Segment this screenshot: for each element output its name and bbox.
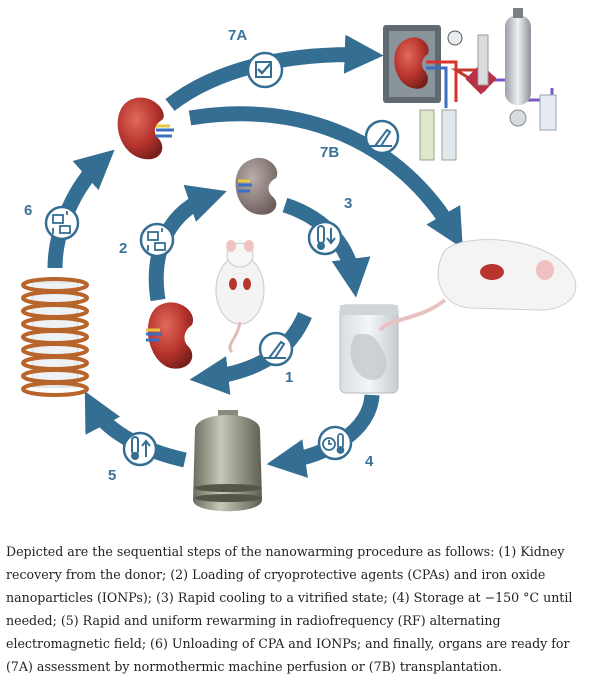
kidney-donor [146,302,194,369]
step-label-7a: 7A [228,27,247,44]
arrow-step-7b [188,106,463,249]
perfusion-icon [147,228,166,251]
cryo-dewar [193,410,262,512]
step-label-6: 6 [24,202,32,219]
donor-rat [215,240,265,354]
kidney-icon [117,97,164,160]
surgery-icon [264,340,286,359]
inner-cycle-arrows [47,34,463,478]
kidney-top-left [117,97,174,160]
step-icon-1 [258,331,294,367]
step-icon-7a [246,51,284,89]
perfusion-icon [52,211,71,234]
step-icon-7b [364,119,400,155]
rf-coil [21,277,89,397]
step-icon-2 [139,222,175,258]
arrow-step-5 [84,391,187,468]
nanowarming-diagram: 7A 7B 6 2 3 1 4 5 [21,8,577,512]
surgery-icon [370,128,392,147]
kidney-icon [235,157,278,215]
step-label-7b: 7B [320,144,339,161]
thermometer-down-icon [317,225,336,250]
thermometer-up-icon [131,436,151,460]
step-icon-5 [122,431,158,467]
figure-caption: Depicted are the sequential steps of the… [6,544,573,674]
step-label-4: 4 [365,453,374,470]
perfusion-machine [383,8,557,161]
step-label-5: 5 [108,467,116,484]
step-icon-6 [44,205,80,241]
recipient-rat [378,239,577,332]
step-label-1: 1 [285,369,293,386]
checkbox-icon [255,61,272,78]
kidney-icon [394,37,429,89]
kidney-frozen [235,157,278,215]
step-icon-4 [317,425,353,461]
kidney-icon [147,302,194,369]
timer-thermometer-icon [322,433,345,454]
storage-bag [339,304,399,394]
step-label-2: 2 [119,240,127,257]
step-label-3: 3 [344,195,352,212]
step-icon-3 [307,220,343,256]
